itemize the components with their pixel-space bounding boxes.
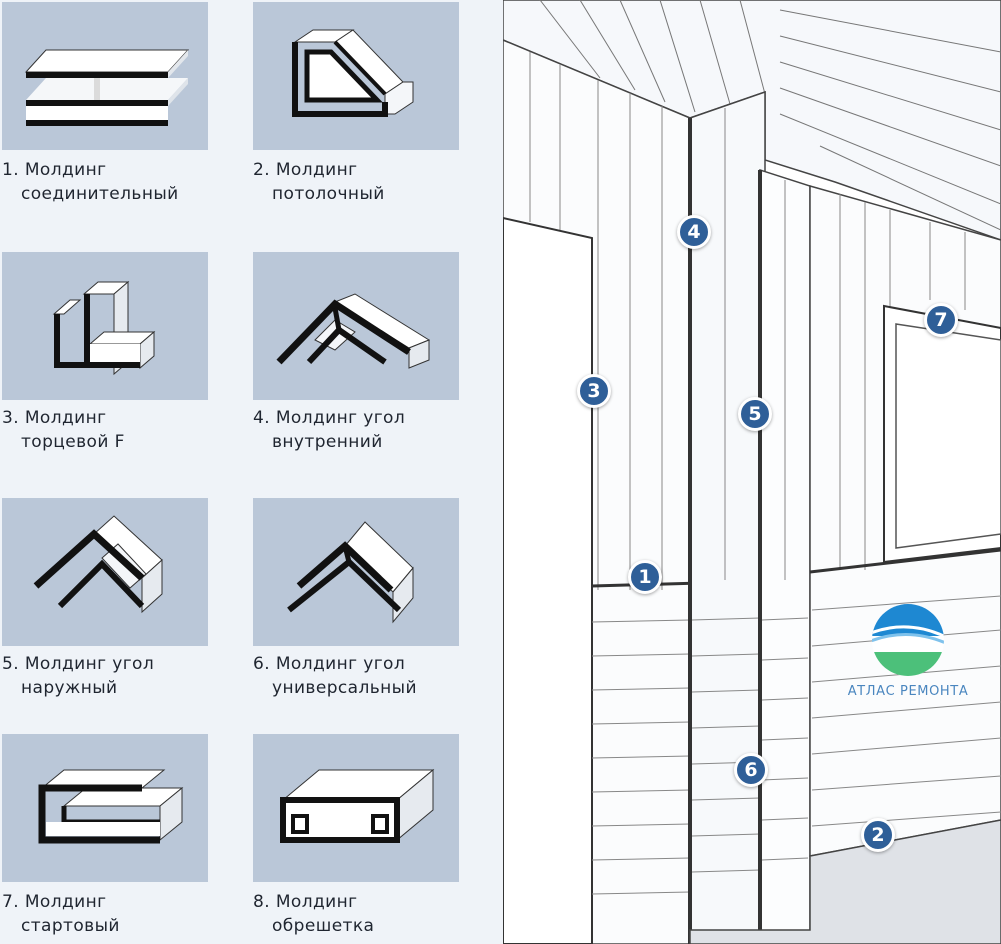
molding-6-caption: 6. Молдинг угол универсальный xyxy=(253,654,417,698)
molding-3-tile xyxy=(2,252,208,400)
molding-3-profile xyxy=(52,280,156,376)
molding-2-profile xyxy=(292,29,414,117)
molding-1-profile xyxy=(24,49,190,126)
molding-7-tile xyxy=(2,734,208,882)
left-wall-panel-lines xyxy=(529,52,663,590)
molding-4-tile xyxy=(253,252,459,400)
marker-2: 2 xyxy=(861,818,895,852)
molding-1-caption: 1. Молдинг соединительный xyxy=(2,160,179,204)
back-wall-panel-lines xyxy=(811,194,1001,827)
molding-6-profile xyxy=(287,521,414,624)
molding-6-tile xyxy=(253,498,459,646)
molding-5-caption: 5. Молдинг угол наружный xyxy=(2,654,155,698)
marker-6: 6 xyxy=(734,753,768,787)
molding-2-tile xyxy=(253,2,459,150)
molding-4-profile xyxy=(276,293,431,369)
marker-5: 5 xyxy=(738,397,772,431)
molding-7-profile xyxy=(38,769,184,844)
molding-5-profile xyxy=(33,515,163,614)
molding-1-tile xyxy=(2,2,208,150)
molding-5-tile xyxy=(2,498,208,646)
left-wall-lower-lines xyxy=(591,619,691,895)
atlas-remonta-logo: АТЛАС РЕМОНТА xyxy=(838,600,978,710)
marker-3: 3 xyxy=(577,374,611,408)
marker-4: 4 xyxy=(677,215,711,249)
molding-7-caption: 7. Молдинг стартовый xyxy=(2,892,120,936)
molding-8-tile xyxy=(253,734,459,882)
ceiling-panel-lines xyxy=(539,0,1001,231)
molding-4-caption: 4. Молдинг угол внутренний xyxy=(253,408,406,452)
molding-2-caption: 2. Молдинг потолочный xyxy=(253,160,385,204)
logo-text: АТЛАС РЕМОНТА xyxy=(847,684,969,699)
logo-globe-icon xyxy=(872,604,944,676)
marker-7: 7 xyxy=(924,303,958,337)
molding-8-profile xyxy=(280,768,435,843)
molding-3-caption: 3. Молдинг торцевой F xyxy=(2,408,125,452)
marker-1: 1 xyxy=(628,560,662,594)
molding-8-caption: 8. Молдинг обрешетка xyxy=(253,892,375,936)
room-illustration xyxy=(503,0,1001,944)
